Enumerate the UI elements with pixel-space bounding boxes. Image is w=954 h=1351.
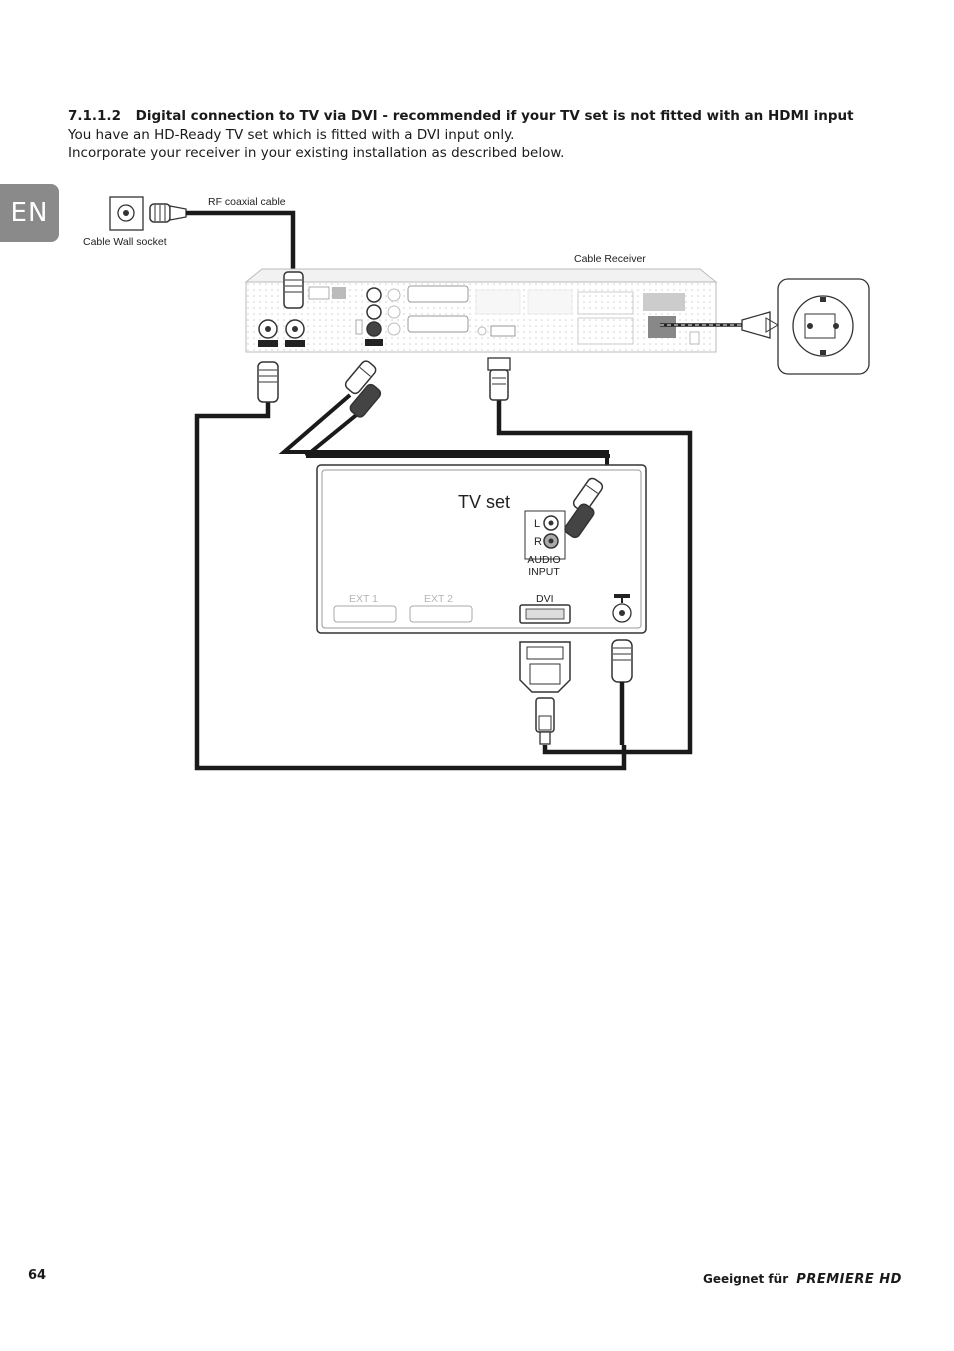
page-number: 64 [28,1268,47,1283]
rf-plug-icon [149,203,187,223]
tv-set-label: TV set [458,492,510,512]
footer-brand: Geeignet für PREMIERE HD [703,1272,902,1287]
rf-plug-tv-icon [611,639,633,745]
intro-line-1: You have an HD-Ready TV set which is fit… [68,127,515,143]
dvi-plug-icon [519,641,571,745]
hdmi-plug-receiver-icon [487,357,511,401]
intro-line-2: Incorporate your receiver in your existi… [68,145,565,161]
audio-left-label: L [534,518,540,530]
section-title: Digital connection to TV via DVI - recom… [135,108,854,124]
rf-cable-wall-to-receiver [186,210,296,275]
audio-right-label: R [534,536,542,548]
audio-input-label-line1: AUDIO [527,554,560,566]
dvi-label: DVI [536,593,554,605]
brand-logo: PREMIERE HD [796,1272,902,1287]
hdmi-cable [496,400,693,755]
wall-socket-icon [109,196,144,231]
rf-plug-top-icon [283,271,304,309]
suitable-for-text: Geeignet für [703,1272,789,1286]
rf-cable-receiver-to-tv [194,400,627,771]
language-tab: EN [0,184,59,242]
tv-set [316,464,647,634]
ext1-label: EXT 1 [349,593,378,605]
power-cable [660,311,779,339]
cables [186,210,693,771]
cable-receiver [244,268,718,353]
ext2-label: EXT 2 [424,593,453,605]
receiver-label: Cable Receiver [574,253,646,265]
rf-cable-label: RF coaxial cable [208,196,286,208]
rca-plug-receiver-icon [344,360,382,418]
section-heading: 7.1.1.2 Digital connection to TV via DVI… [68,108,928,124]
audio-input-label-line2: INPUT [528,566,560,578]
rca-plug-tv-icon [564,477,604,539]
section-number: 7.1.1.2 [68,108,121,124]
power-socket-icon [777,278,870,375]
wall-socket-label: Cable Wall socket [83,236,167,248]
rf-plug-receiver-out-icon [257,361,279,403]
